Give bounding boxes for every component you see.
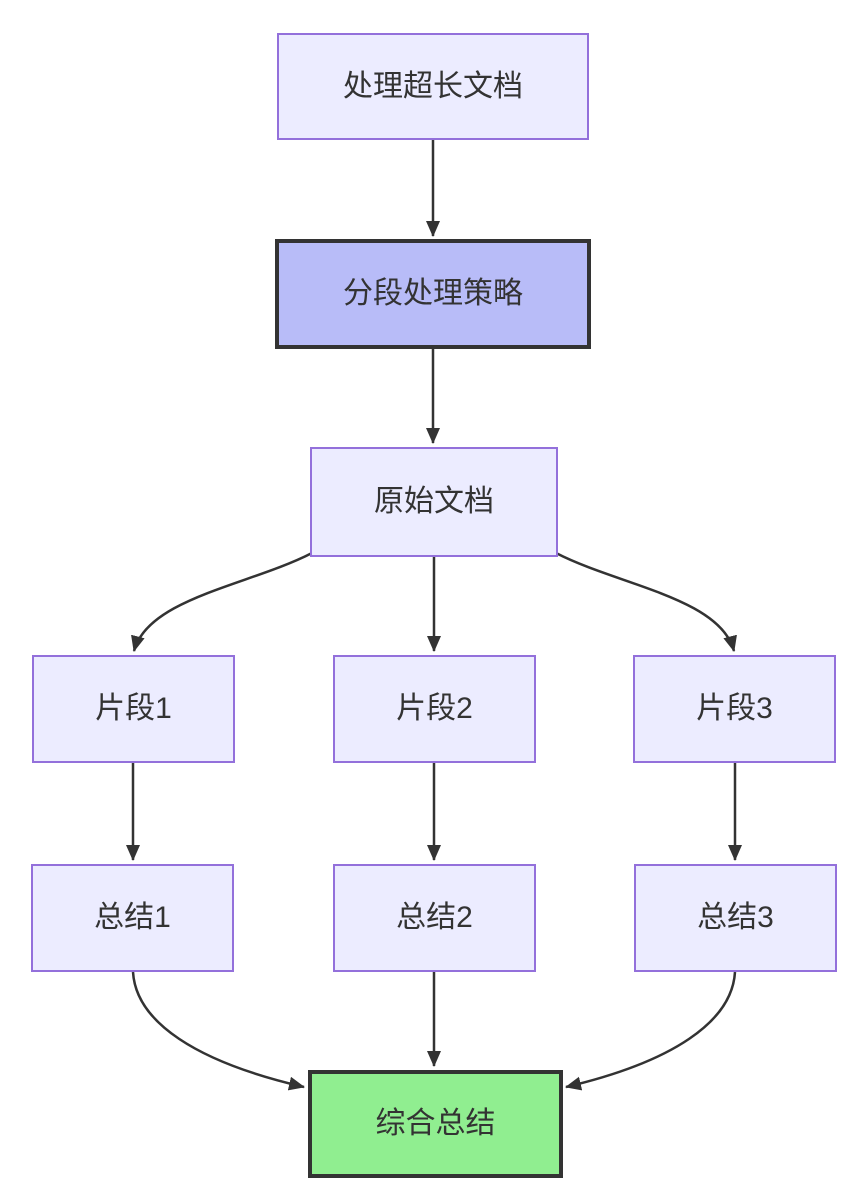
node-process-long-document: 处理超长文档	[277, 33, 589, 140]
node-combined-summary: 综合总结	[308, 1070, 563, 1178]
node-summary-3: 总结3	[634, 864, 837, 972]
node-label: 总结2	[396, 901, 473, 934]
node-fragment-3: 片段3	[633, 655, 836, 763]
node-label: 片段1	[95, 692, 172, 725]
node-summary-1: 总结1	[31, 864, 234, 972]
edge-summary-1-to-final	[131, 971, 305, 1091]
node-label: 处理超长文档	[343, 69, 523, 103]
node-label: 综合总结	[375, 1107, 496, 1140]
node-label: 分段处理策略	[343, 277, 523, 310]
edge-summary-3-to-final	[565, 971, 737, 1091]
edge-original-to-fragment-3	[555, 551, 737, 652]
node-segmentation-strategy: 分段处理策略	[275, 239, 591, 349]
node-label: 片段2	[396, 692, 473, 725]
node-summary-2: 总结2	[333, 864, 536, 972]
node-fragment-1: 片段1	[32, 655, 235, 763]
node-label: 总结1	[94, 901, 171, 934]
node-fragment-2: 片段2	[333, 655, 536, 763]
node-label: 总结3	[697, 901, 774, 934]
node-label: 片段3	[696, 692, 773, 725]
node-original-document: 原始文档	[310, 447, 558, 557]
edge-original-to-fragment-1	[131, 551, 313, 652]
node-label: 原始文档	[374, 485, 494, 518]
